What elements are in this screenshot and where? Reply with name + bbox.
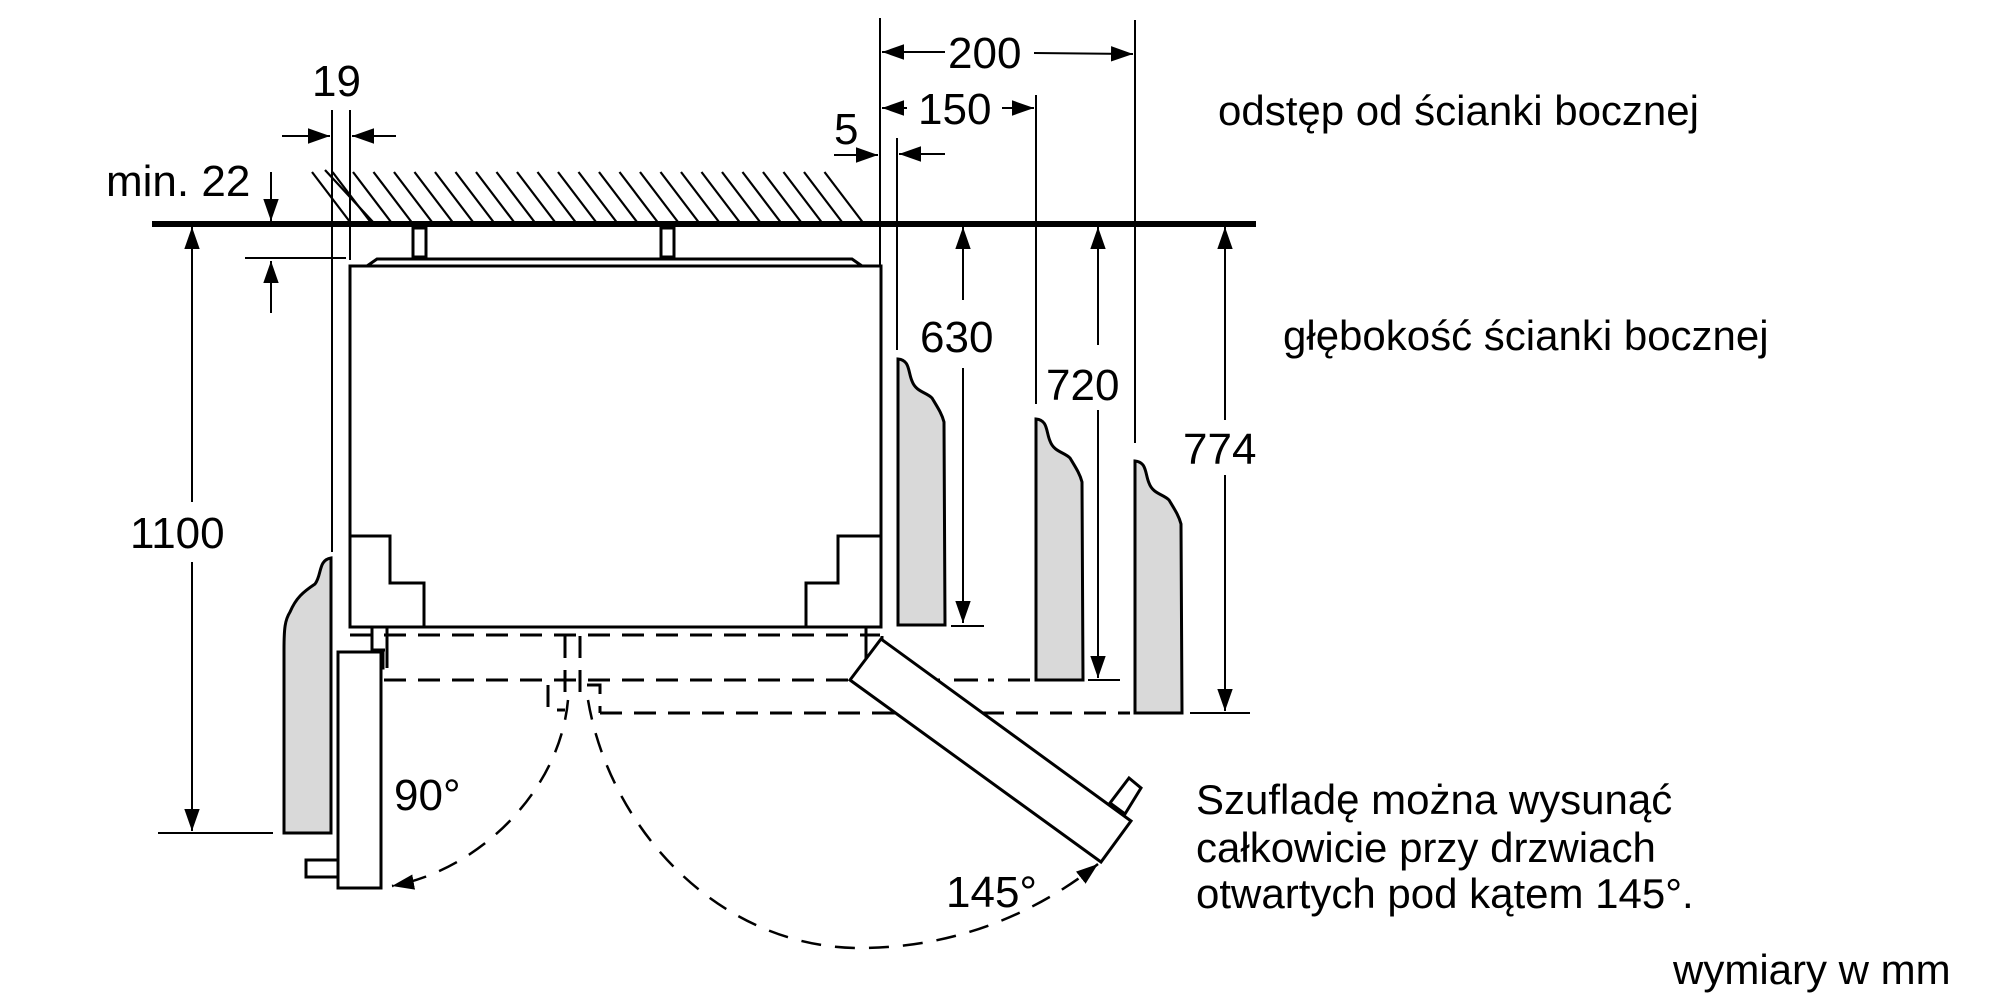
cabinet — [348, 226, 883, 629]
left-door — [304, 650, 383, 890]
left-door-panel — [336, 650, 383, 890]
hatch-line — [762, 171, 802, 223]
cabinet-foot-left — [350, 534, 426, 627]
hatch-line — [413, 171, 454, 223]
drawer-note-line-2: całkowicie przy drzwiach — [1196, 824, 1656, 871]
hatch-line — [454, 171, 495, 223]
cabinet-top-rim — [366, 257, 863, 268]
hatch-line — [639, 171, 679, 223]
right-door — [847, 636, 1143, 865]
hatch-line — [434, 171, 474, 223]
hatch-line — [352, 171, 392, 223]
angle-90-label: 90° — [394, 771, 461, 820]
hatch-line — [741, 171, 782, 223]
hatch-line — [516, 171, 556, 223]
cabinet-body — [348, 264, 883, 629]
hatch-line — [372, 171, 413, 223]
dim-774-label: 774 — [1183, 425, 1256, 474]
wall-bracket-right — [659, 226, 676, 259]
dim-5-label: 5 — [834, 105, 858, 154]
hatch-line — [495, 171, 536, 223]
arc-145 — [586, 699, 1099, 950]
hatch-line — [618, 171, 659, 223]
left-door-handle — [304, 858, 340, 879]
hatch-line — [659, 171, 700, 223]
drawer-outlines — [350, 627, 1130, 715]
dim-200-arrow-right — [1033, 46, 1134, 62]
side-wall-774 — [1133, 459, 1184, 715]
hatch-line — [598, 171, 638, 223]
angle-145-label: 145° — [946, 868, 1037, 917]
side-wall-720 — [1034, 417, 1085, 682]
hatch-line — [823, 171, 864, 223]
arc-90 — [391, 699, 570, 890]
hatch-line — [721, 171, 761, 223]
drawer-note-line-3: otwartych pod kątem 145°. — [1196, 870, 1694, 917]
hatch-line — [393, 171, 433, 223]
dim-1100-label: 1100 — [130, 509, 225, 558]
hatch-line — [680, 171, 720, 223]
hatch-line — [536, 171, 577, 223]
wall-hatching — [311, 169, 864, 223]
right-door-panel — [847, 636, 1134, 865]
right-door-handle — [1107, 775, 1143, 817]
cabinet-foot-right — [804, 534, 881, 627]
label-side-depth: głębokość ścianki bocznej — [1283, 312, 1769, 359]
hatch-line — [475, 171, 515, 223]
hatch-line — [700, 171, 741, 223]
side-wall-630 — [896, 357, 947, 627]
dim-150-label: 150 — [918, 85, 991, 134]
dim-720-label: 720 — [1046, 361, 1119, 410]
side-wall-left — [282, 556, 333, 835]
units-note: wymiary w mm — [1672, 946, 1951, 993]
dim-min22-label: min. 22 — [106, 157, 250, 206]
dim-630-label: 630 — [920, 313, 993, 362]
dim-200-label: 200 — [948, 29, 1021, 78]
drawer-front-left — [370, 627, 385, 652]
hatch-line — [782, 171, 823, 223]
label-side-gap: odstęp od ścianki bocznej — [1218, 87, 1699, 134]
wall-bracket-left — [411, 226, 428, 259]
dim-19-label: 19 — [312, 57, 361, 106]
hatch-line — [577, 171, 618, 223]
handle-dash-left — [546, 685, 565, 712]
handle-dash-right — [587, 683, 602, 713]
drawer-note-line-1: Szufladę można wysunąć — [1196, 776, 1672, 823]
hatch-line — [803, 171, 843, 223]
hatch-line — [557, 171, 597, 223]
